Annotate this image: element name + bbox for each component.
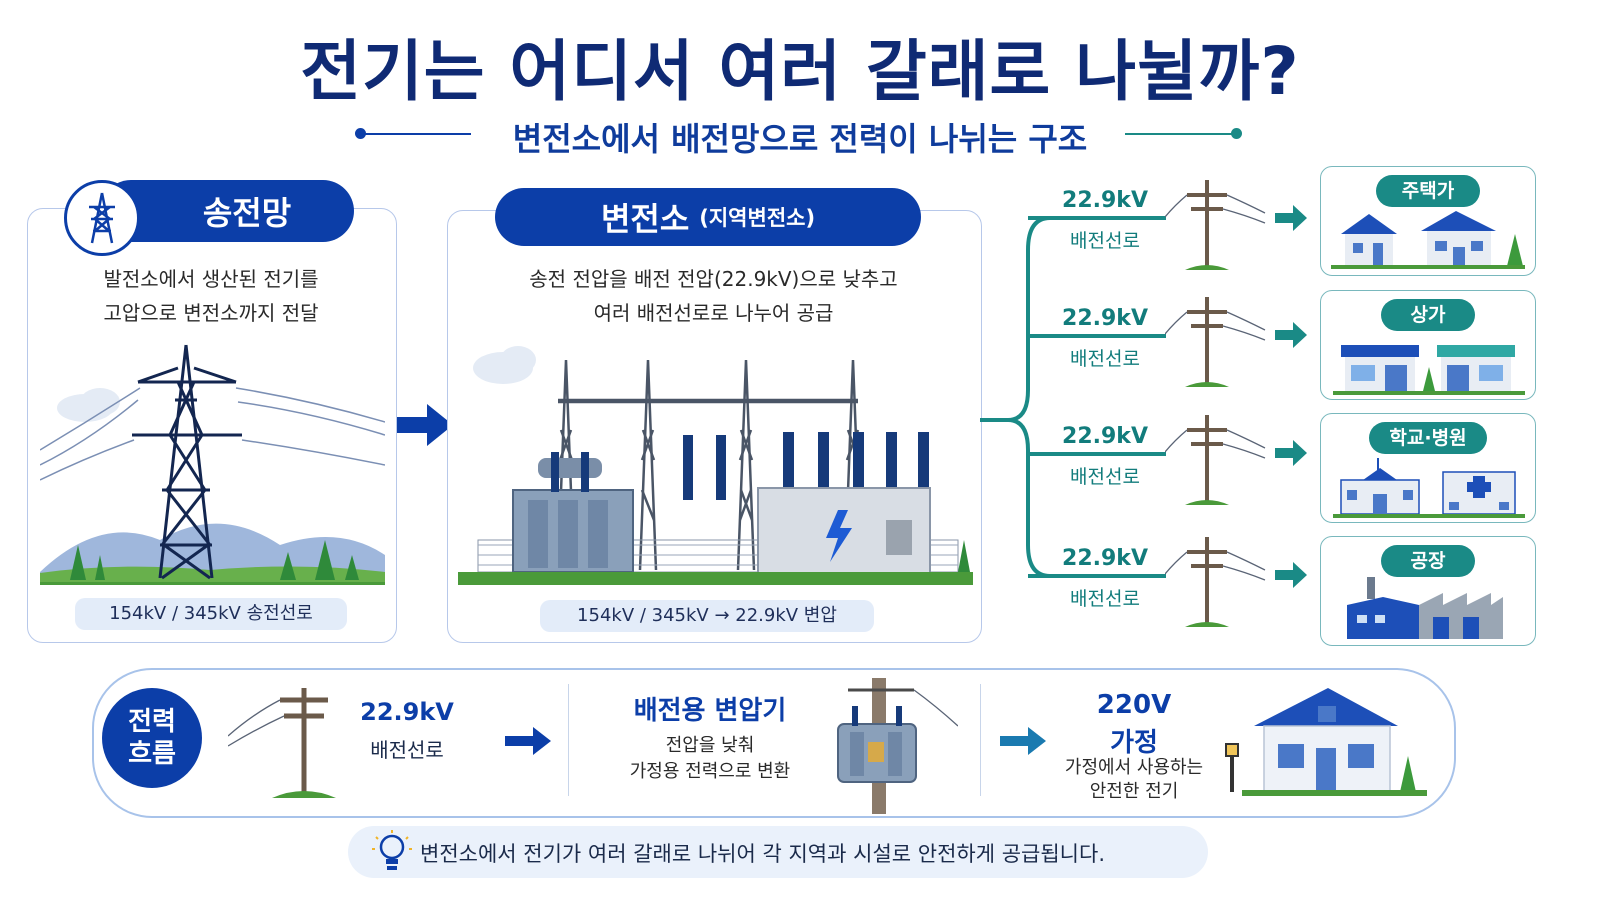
substation-desc: 송전 전압을 배전 전압(22.9kV)으로 낮추고 여러 배전선로로 나누어 … xyxy=(447,262,980,330)
divider xyxy=(568,684,569,796)
arrow-right-icon xyxy=(505,725,553,757)
destination-label: 주택가 xyxy=(1376,175,1480,207)
substation-desc-line2: 여러 배전선로로 나누어 공급 xyxy=(593,301,834,325)
destination-card-school-hospital: 학교·병원 xyxy=(1320,413,1536,523)
flow-step2-line2: 가정용 전력으로 변환 xyxy=(629,761,791,782)
pole-transformer-icon xyxy=(826,676,958,814)
transmission-header-label: 송전망 xyxy=(202,194,292,232)
flow-step2-desc: 전압을 낮춰 가정용 전력으로 변환 xyxy=(605,733,815,785)
utility-pole-icon xyxy=(1165,410,1315,510)
destination-card-commercial: 상가 xyxy=(1320,290,1536,400)
flow-step1-line: 배전선로 xyxy=(370,738,444,762)
lightbulb-icon xyxy=(370,829,414,875)
flow-step2-title: 배전용 변압기 xyxy=(633,696,787,726)
transmission-desc: 발전소에서 생산된 전기를 고압으로 변전소까지 전달 xyxy=(27,262,395,330)
destination-card-factory: 공장 xyxy=(1320,536,1536,646)
substation-illustration xyxy=(458,340,973,585)
substation-header: 변전소 (지역변전소) xyxy=(495,188,921,246)
arrow-right-icon xyxy=(1000,725,1048,757)
utility-pole-icon xyxy=(1165,175,1315,275)
house-icon xyxy=(1331,211,1525,269)
branch-voltage-2: 22.9kV xyxy=(1062,306,1148,331)
transmission-header: 송전망 xyxy=(100,180,354,242)
divider xyxy=(980,684,981,796)
branch-voltage-3: 22.9kV xyxy=(1062,424,1148,449)
subtitle-left-dot xyxy=(355,128,366,139)
flow-step3-line2: 안전한 전기 xyxy=(1089,781,1179,802)
flow-step3-title: 가정 xyxy=(1110,728,1158,758)
school-hospital-icon xyxy=(1333,458,1525,518)
substation-header-label: 변전소 xyxy=(600,200,690,238)
flow-step2-line1: 전압을 낮춰 xyxy=(665,735,755,756)
utility-pole-icon xyxy=(1165,532,1315,632)
branch-line-3: 배전선로 xyxy=(1070,466,1140,488)
branch-line-4: 배전선로 xyxy=(1070,588,1140,610)
flow-step3-desc: 가정에서 사용하는 안전한 전기 xyxy=(1050,756,1218,804)
flow-step3-line1: 가정에서 사용하는 xyxy=(1064,757,1204,778)
subtitle-right-dot xyxy=(1231,128,1242,139)
destination-card-residential: 주택가 xyxy=(1320,166,1536,276)
branch-line-1: 배전선로 xyxy=(1070,230,1140,252)
footer-text: 변전소에서 전기가 여러 갈래로 나뉘어 각 지역과 시설로 안전하게 공급됩니… xyxy=(420,842,1105,866)
arrow-right-icon xyxy=(397,402,455,448)
utility-pole-icon xyxy=(228,684,358,802)
branch-line-2: 배전선로 xyxy=(1070,348,1140,370)
flow-label-line2: 흐름 xyxy=(128,739,176,769)
shop-icon xyxy=(1333,345,1525,395)
subtitle-bar: 변전소에서 배전망으로 전력이 나뉘는 구조 xyxy=(355,112,1245,158)
substation-desc-line1: 송전 전압을 배전 전압(22.9kV)으로 낮추고 xyxy=(529,267,898,291)
transmission-spec: 154kV / 345kV 송전선로 xyxy=(75,598,347,630)
house-icon xyxy=(1222,686,1427,800)
factory-icon xyxy=(1347,577,1503,639)
page-title: 전기는 어디서 여러 갈래로 나뉠까? xyxy=(300,33,1300,110)
subtitle-right-line xyxy=(1125,133,1237,135)
footer-bar xyxy=(348,826,1208,878)
destination-label: 상가 xyxy=(1381,299,1475,331)
lightning-icon xyxy=(826,510,852,562)
branch-voltage-1: 22.9kV xyxy=(1062,188,1148,213)
branch-voltage-4: 22.9kV xyxy=(1062,546,1148,571)
transmission-tower-illustration xyxy=(40,340,385,585)
flow-step3-voltage: 220V xyxy=(1096,690,1172,720)
subtitle-left-line xyxy=(361,133,471,135)
destination-label: 공장 xyxy=(1381,545,1475,577)
substation-header-sub: (지역변전소) xyxy=(699,206,816,230)
flow-label-line1: 전력 xyxy=(128,707,176,737)
destination-label: 학교·병원 xyxy=(1369,422,1487,454)
substation-spec: 154kV / 345kV → 22.9kV 변압 xyxy=(540,600,874,632)
transmission-desc-line1: 발전소에서 생산된 전기를 xyxy=(103,267,319,291)
utility-pole-icon xyxy=(1165,292,1315,392)
tower-icon xyxy=(64,180,140,256)
branch-lines xyxy=(980,210,1320,590)
transmission-desc-line2: 고압으로 변전소까지 전달 xyxy=(103,301,319,325)
page-subtitle: 변전소에서 배전망으로 전력이 나뉘는 구조 xyxy=(512,120,1088,158)
flow-step1-voltage: 22.9kV xyxy=(360,698,454,726)
